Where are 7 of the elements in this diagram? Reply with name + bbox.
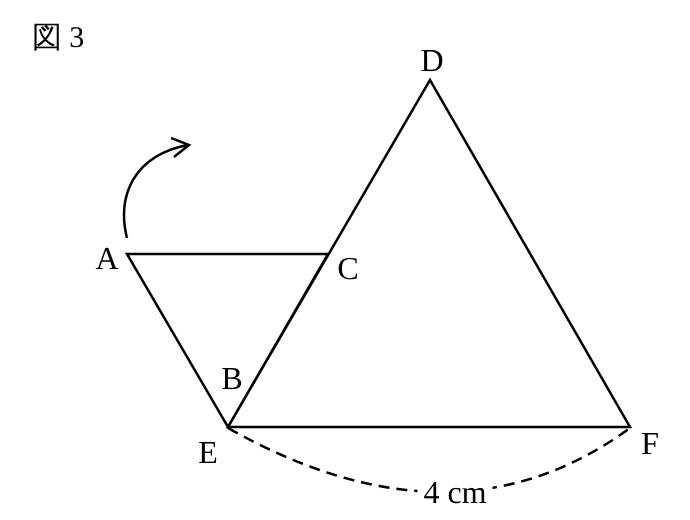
vertex-label: E xyxy=(198,436,218,468)
vertex-label: C xyxy=(337,252,359,284)
vertex-label: F xyxy=(641,427,659,459)
figure-title: 図 3 xyxy=(32,23,84,53)
vertex-label: A xyxy=(95,242,119,274)
vertex-label: D xyxy=(420,44,444,76)
vertex-label: B xyxy=(221,362,243,394)
